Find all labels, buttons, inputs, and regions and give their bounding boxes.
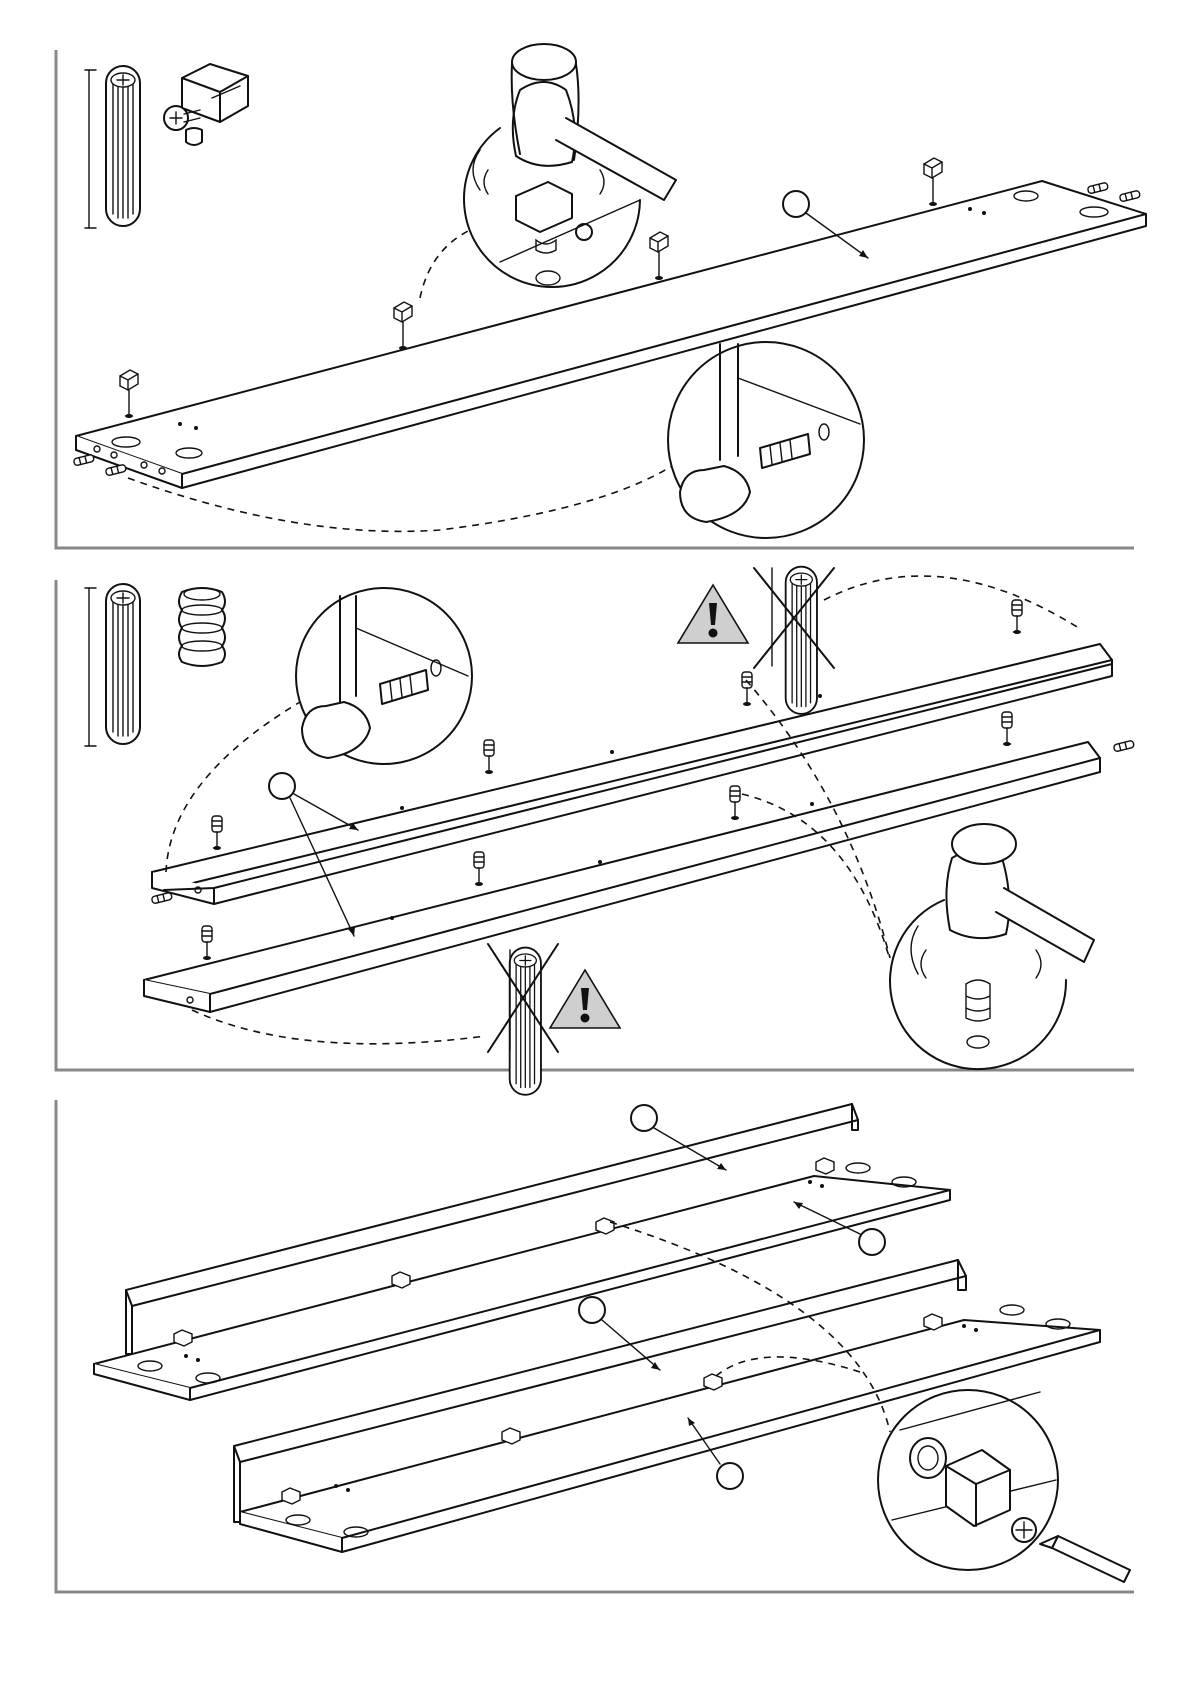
screwdriver-detail bbox=[878, 1390, 1130, 1582]
warning-icon bbox=[678, 585, 748, 643]
step-3-panel bbox=[56, 1100, 1134, 1592]
cam-insert-icon bbox=[179, 588, 225, 666]
warning-icon bbox=[550, 970, 620, 1028]
wooden-dowel-icon bbox=[85, 584, 140, 746]
wooden-dowel-icon bbox=[85, 66, 140, 228]
no-dowel-icon bbox=[754, 567, 834, 714]
board-1 bbox=[76, 181, 1146, 488]
hammer-detail-1 bbox=[464, 44, 676, 287]
hammer-detail-2 bbox=[668, 342, 864, 538]
assembly-3a bbox=[94, 1104, 950, 1400]
hammer-detail-4 bbox=[890, 824, 1094, 1069]
cam-lock-icon bbox=[164, 64, 248, 145]
no-dowel-icon bbox=[488, 944, 558, 1095]
hammer-detail-3 bbox=[296, 588, 472, 764]
step-1-panel bbox=[56, 44, 1146, 548]
step-2-panel bbox=[56, 567, 1134, 1095]
